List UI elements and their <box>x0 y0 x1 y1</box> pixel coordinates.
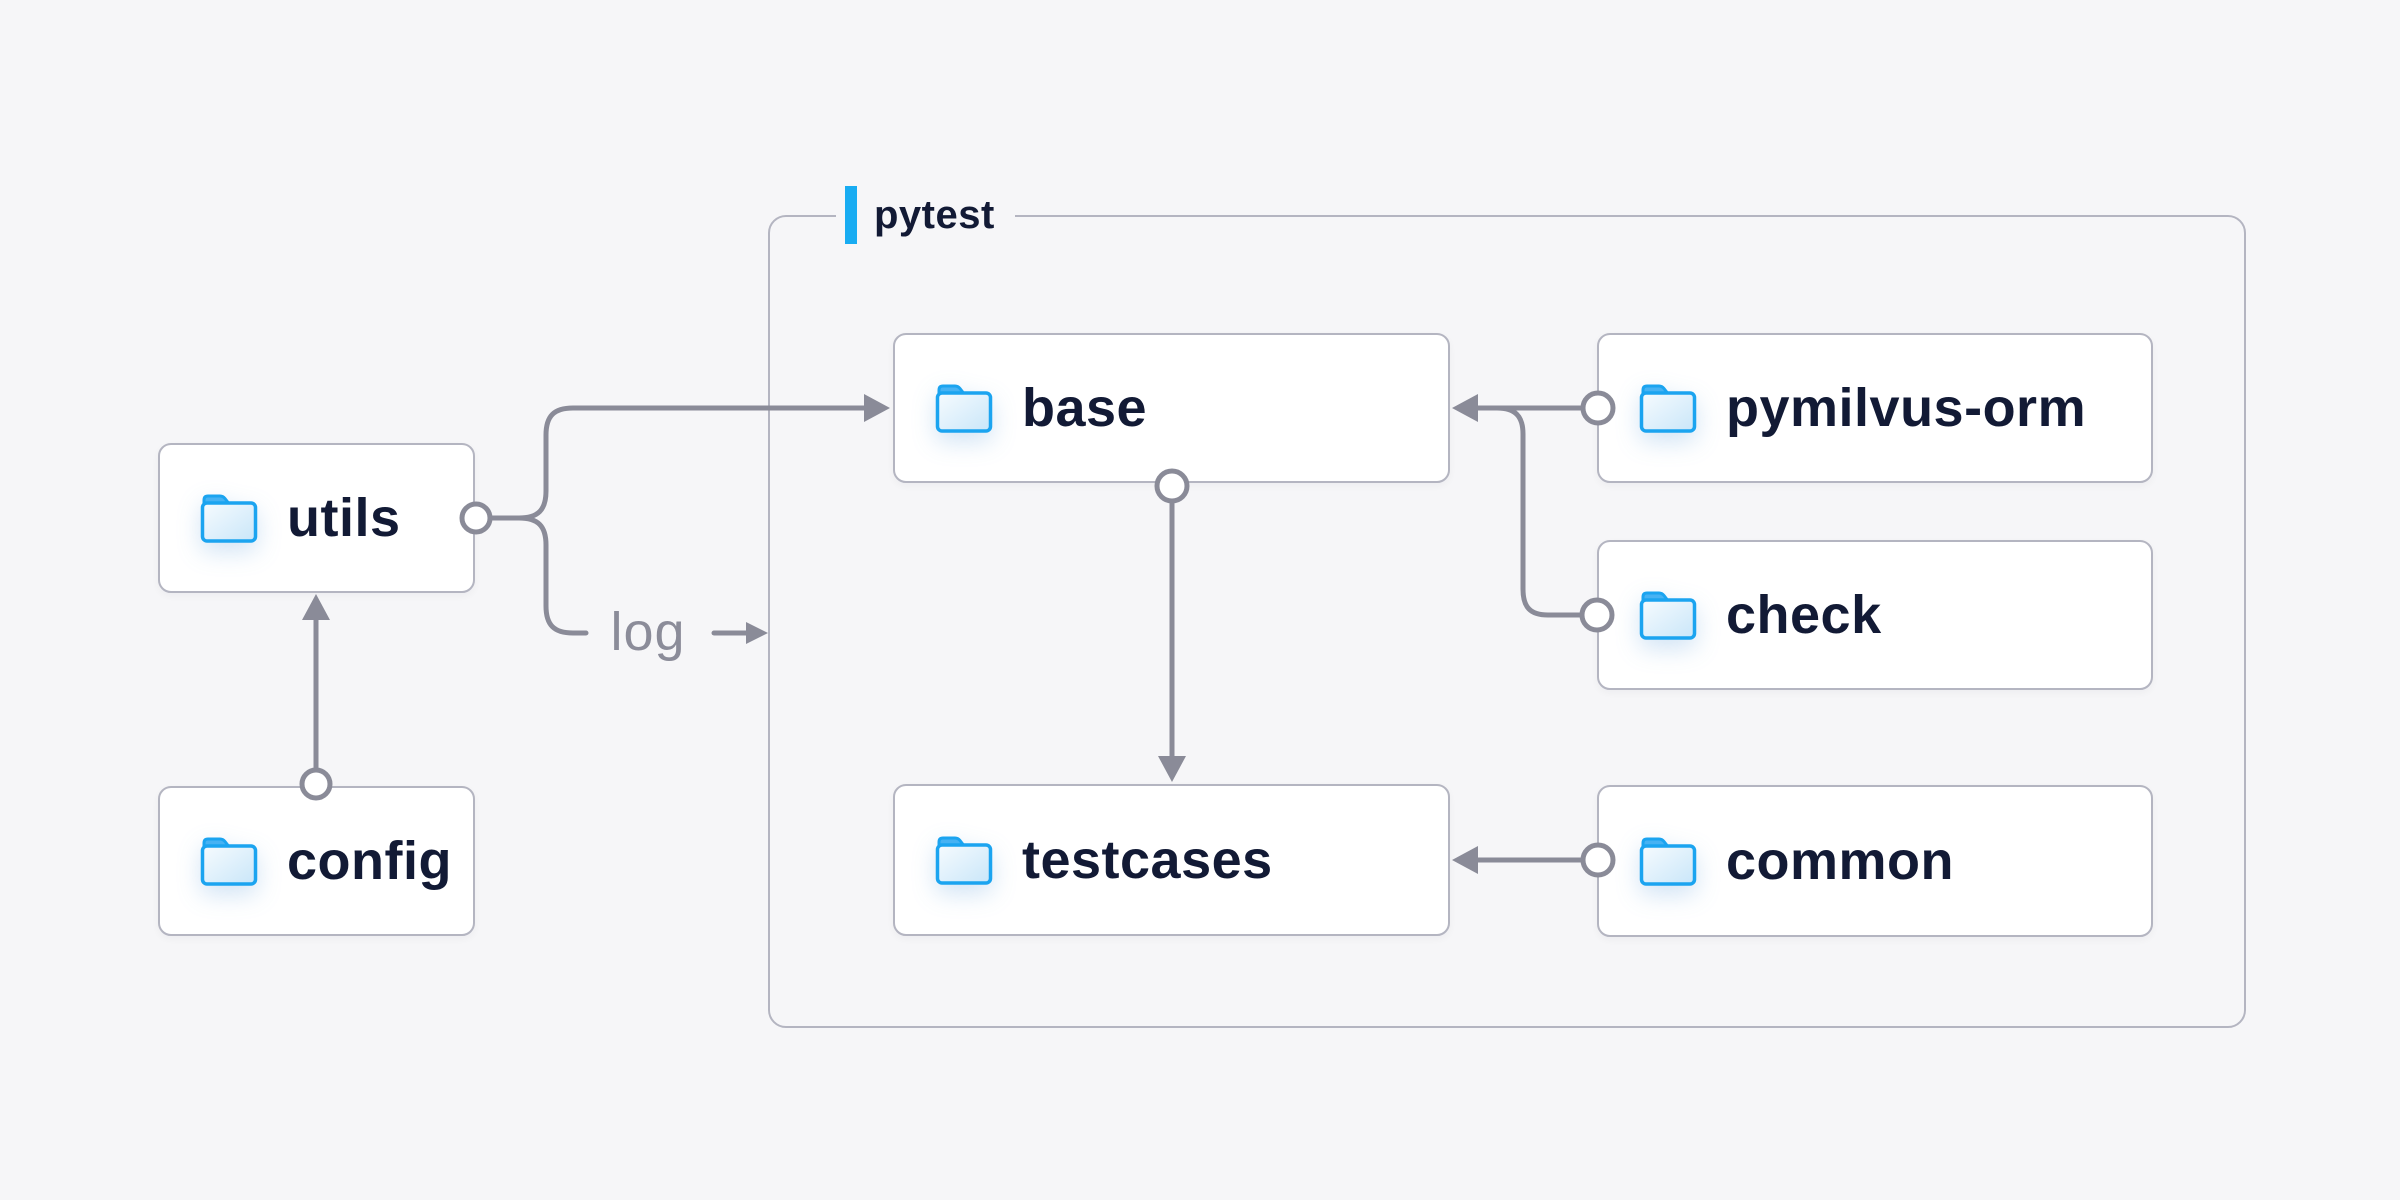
node-utils: utils <box>158 443 475 593</box>
folder-icon <box>1639 384 1697 433</box>
node-check: check <box>1597 540 2153 690</box>
folder-icon <box>200 837 258 886</box>
node-label: common <box>1726 831 1955 891</box>
node-label: base <box>1022 378 1148 438</box>
folder-icon <box>935 836 993 885</box>
pytest-container-label: pytest <box>836 185 1015 245</box>
accent-bar <box>845 186 857 244</box>
node-label: check <box>1726 585 1882 645</box>
node-common: common <box>1597 785 2153 937</box>
pytest-container-label-text: pytest <box>874 192 995 237</box>
folder-icon <box>200 494 258 543</box>
node-testcases: testcases <box>893 784 1450 936</box>
node-label: config <box>287 831 452 891</box>
node-config: config <box>158 786 475 936</box>
edge-label-log: log <box>610 602 686 662</box>
node-base: base <box>893 333 1450 483</box>
node-label: testcases <box>1022 830 1273 890</box>
arrowhead-icon <box>746 622 768 644</box>
folder-icon <box>935 384 993 433</box>
pytest-container <box>768 215 2246 1028</box>
edge-config-utils <box>302 594 330 774</box>
folder-icon <box>1639 591 1697 640</box>
node-label: utils <box>287 488 401 548</box>
arrowhead-icon <box>302 594 330 620</box>
folder-icon <box>1639 837 1697 886</box>
node-label: pymilvus-orm <box>1726 378 2087 438</box>
node-pymilvus-orm: pymilvus-orm <box>1597 333 2153 483</box>
